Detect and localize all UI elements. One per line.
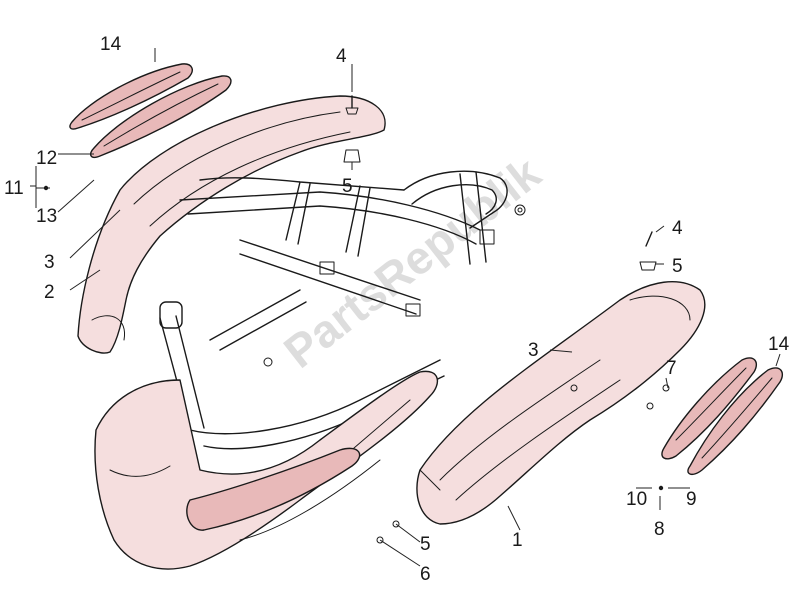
screw-and-clip-upper [343, 95, 361, 163]
watermark-text: PartsRepublik [274, 146, 550, 378]
callout-8: 8 [654, 519, 665, 540]
callout-11: 11 [4, 178, 24, 199]
frame-assembly [159, 170, 526, 450]
callout-9: 9 [686, 489, 697, 510]
callout-5-right: 5 [672, 256, 683, 277]
callout-12: 12 [36, 148, 57, 169]
part-1-side-panel-right [416, 281, 706, 525]
part-2-side-panel-left [77, 95, 386, 354]
callout-5-top: 5 [342, 176, 353, 197]
callout-6: 6 [420, 564, 431, 585]
callout-7: 7 [666, 358, 677, 379]
part-14-trim-left [69, 63, 193, 130]
leader-lines [30, 48, 781, 567]
part-12-trim-left [89, 75, 232, 158]
callout-1: 1 [512, 530, 523, 551]
part-9-trim-right [687, 367, 784, 476]
part-10-trim-right [661, 357, 758, 460]
floor-panel [94, 370, 439, 570]
screw-and-clip-right [639, 231, 657, 271]
callout-14-right: 14 [768, 334, 790, 355]
callout-2: 2 [44, 282, 55, 303]
callout-4-right: 4 [672, 218, 683, 239]
callout-14-top: 14 [100, 34, 122, 55]
callout-13: 13 [36, 206, 57, 227]
callout-3-left: 3 [44, 252, 55, 273]
dot-8 [658, 485, 664, 491]
callout-4-top: 4 [336, 46, 347, 67]
screw-set-right [376, 384, 670, 544]
callout-5-bottom: 5 [420, 534, 431, 555]
dot-11 [43, 185, 49, 191]
callout-3-right: 3 [528, 340, 539, 361]
callout-10: 10 [626, 489, 647, 510]
